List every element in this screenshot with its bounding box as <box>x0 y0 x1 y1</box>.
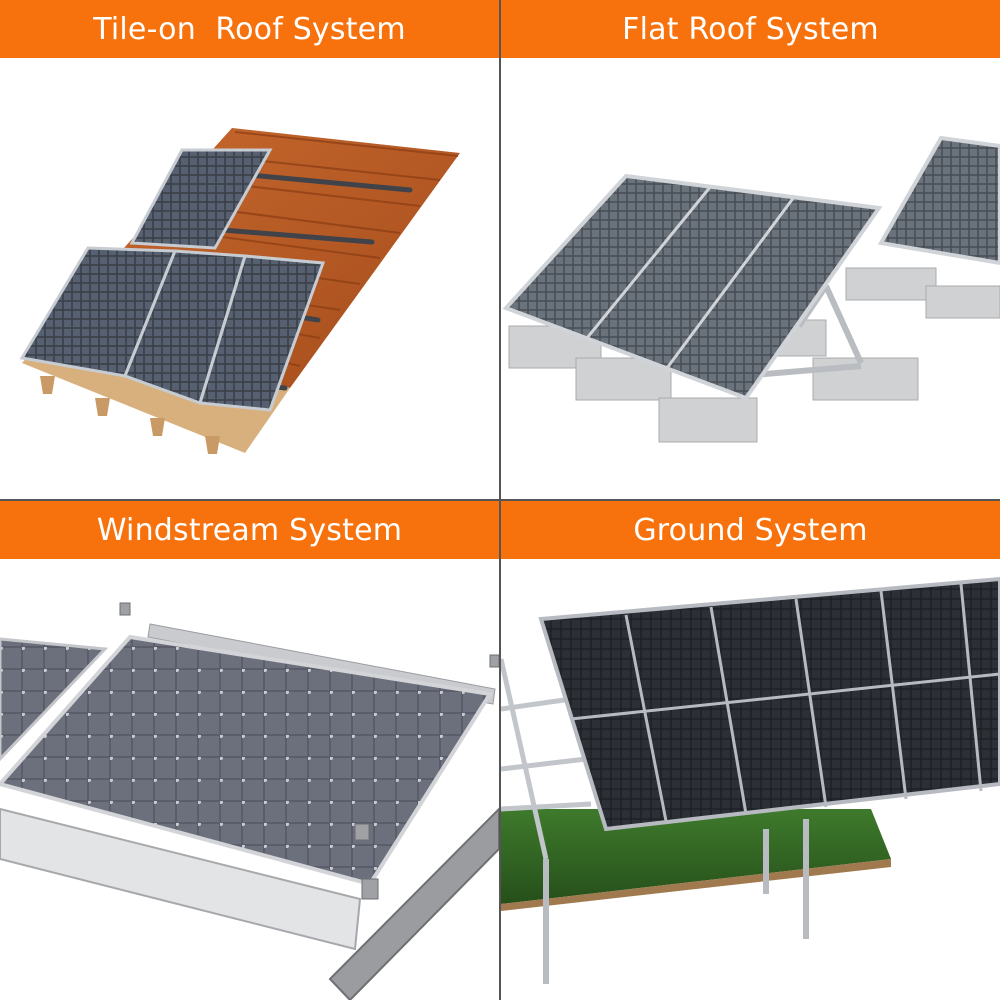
solar-panel <box>129 148 273 250</box>
ballast-blocks <box>508 267 1000 443</box>
mounting-frame <box>501 658 592 860</box>
ground-title: Ground System <box>633 512 868 548</box>
solar-panel <box>0 637 109 762</box>
windstream-title: Windstream System <box>96 512 403 548</box>
tile-roof-header: Tile-on Roof System <box>0 0 499 58</box>
ground-illustration <box>501 576 1000 984</box>
ground-rail <box>328 807 499 1000</box>
horizontal-divider <box>0 499 1000 501</box>
ground-panel: Ground System <box>501 501 1000 1000</box>
panel-clamps <box>119 602 499 900</box>
soil-edge <box>501 859 891 911</box>
windstream-header: Windstream System <box>0 501 499 559</box>
tile-roof-panel: Tile-on Roof System <box>0 0 499 499</box>
flat-roof-illustration <box>502 135 1000 443</box>
windstream-illustration <box>0 602 499 1000</box>
wind-deflector <box>0 807 362 951</box>
ground-piles <box>543 819 809 984</box>
roof-battens <box>40 376 220 454</box>
flat-roof-header: Flat Roof System <box>501 0 1000 58</box>
solar-panel-array <box>877 135 1000 266</box>
flat-roof-title: Flat Roof System <box>622 11 879 47</box>
flat-roof-panel: Flat Roof System <box>501 0 1000 499</box>
panel-frames <box>570 583 1000 822</box>
tile-roof-title: Tile-on Roof System <box>93 11 406 47</box>
solar-panel <box>198 254 326 412</box>
solar-panel-array <box>502 173 883 401</box>
solar-panel-array <box>538 576 1000 832</box>
ground-header: Ground System <box>501 501 1000 559</box>
grass-ground <box>501 809 891 904</box>
tile-roof-illustration <box>19 128 460 454</box>
panel-frames <box>585 185 796 369</box>
windstream-panel: Windstream System <box>0 501 499 1000</box>
